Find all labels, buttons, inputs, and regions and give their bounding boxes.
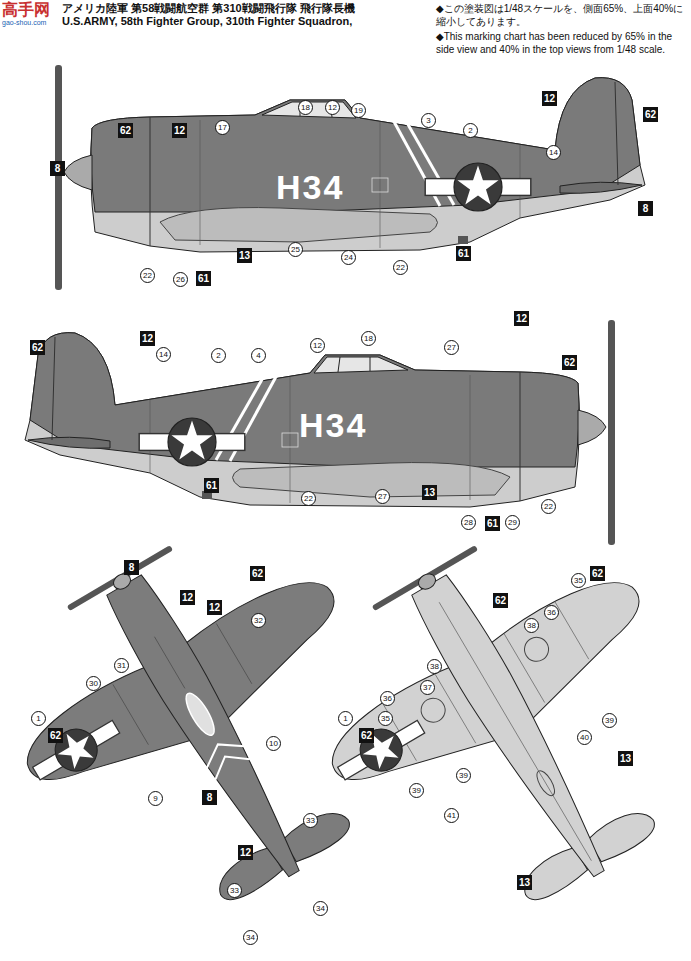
callout-number-boxed: 61 [485, 516, 500, 531]
callout-number: 18 [361, 331, 376, 346]
callout-number: 39 [409, 783, 424, 798]
callout-number: 37 [420, 680, 435, 695]
callout-number: 29 [505, 515, 520, 530]
callout-number-boxed: 13 [237, 248, 252, 263]
callout-number-boxed: 12 [207, 600, 222, 615]
callout-number: 39 [602, 713, 617, 728]
chart-title: アメリカ陸軍 第58戦闘航空群 第310戦闘飛行隊 飛行隊長機 [62, 1, 355, 16]
callout-number: 22 [301, 491, 316, 506]
callout-number: 24 [341, 250, 356, 265]
callout-number-boxed: 62 [250, 566, 265, 581]
callout-number-boxed: 12 [180, 590, 195, 605]
callout-number: 2 [211, 348, 226, 363]
callout-number: 36 [544, 605, 559, 620]
callout-number: 9 [148, 791, 163, 806]
callout-number: 18 [298, 100, 313, 115]
callout-number-boxed: 13 [422, 485, 437, 500]
callout-number: 40 [577, 730, 592, 745]
callout-number-boxed: 12 [140, 331, 155, 346]
callout-number-boxed: 8 [638, 201, 653, 216]
callout-number: 33 [303, 813, 318, 828]
callout-number-boxed: 62 [493, 593, 508, 608]
callout-number-boxed: 62 [30, 340, 45, 355]
code-letters: H34 [299, 408, 367, 442]
callout-number-boxed: 62 [48, 728, 63, 743]
code-letters: H34 [276, 170, 344, 204]
callout-number-boxed: 13 [618, 751, 633, 766]
callout-number: 38 [524, 618, 539, 633]
callout-number: 22 [140, 268, 155, 283]
callout-number: 27 [444, 340, 459, 355]
callout-number: 22 [541, 499, 556, 514]
callout-number-boxed: 12 [514, 311, 529, 326]
callout-number: 32 [251, 613, 266, 628]
scale-note: ◆この塗装図は1/48スケールを、側面65%、上面40%に縮小してあります。 [436, 2, 688, 28]
callout-number-boxed: 62 [118, 123, 133, 138]
callout-number: 36 [380, 691, 395, 706]
callout-number: 28 [461, 515, 476, 530]
callout-number: 10 [266, 736, 281, 751]
callout-number: 41 [444, 808, 459, 823]
callout-number: 1 [31, 711, 46, 726]
callout-number-boxed: 61 [204, 478, 219, 493]
callout-number-boxed: 61 [196, 271, 211, 286]
callout-number-boxed: 61 [456, 246, 471, 261]
callout-number: 39 [456, 768, 471, 783]
scale-note: ◆This marking chart has been reduced by … [436, 30, 688, 56]
callout-number: 12 [325, 100, 340, 115]
callout-number: 38 [427, 659, 442, 674]
callout-number: 34 [243, 930, 258, 945]
callout-number-boxed: 62 [643, 107, 658, 122]
callout-number-boxed: 8 [50, 161, 65, 176]
callout-number: 27 [375, 489, 390, 504]
callout-number: 35 [378, 711, 393, 726]
callout-number: 30 [86, 676, 101, 691]
watermark: 高手网 [2, 0, 50, 21]
callout-number: 35 [571, 573, 586, 588]
callout-number: 17 [215, 120, 230, 135]
callout-number-boxed: 13 [517, 875, 532, 890]
watermark-url: gao-shou.com [2, 19, 46, 26]
callout-number: 22 [393, 260, 408, 275]
callout-number-boxed: 62 [359, 728, 374, 743]
callout-number: 2 [463, 123, 478, 138]
callout-number-boxed: 12 [238, 845, 253, 860]
callout-number-boxed: 12 [542, 91, 557, 106]
callout-number: 19 [351, 103, 366, 118]
subtitle: U.S.ARMY, 58th Fighter Group, 310th Figh… [62, 15, 352, 27]
callout-number: 34 [313, 901, 328, 916]
callout-number: 1 [338, 711, 353, 726]
callout-number: 31 [114, 658, 129, 673]
callout-number-boxed: 12 [172, 123, 187, 138]
callout-number: 3 [421, 113, 436, 128]
callout-number: 26 [173, 272, 188, 287]
callout-number: 14 [156, 347, 171, 362]
callout-number: 12 [310, 338, 325, 353]
callout-number-boxed: 62 [590, 566, 605, 581]
callout-number: 4 [251, 348, 266, 363]
callout-number: 14 [546, 145, 561, 160]
callout-number-boxed: 8 [202, 790, 217, 805]
callout-number-boxed: 62 [562, 355, 577, 370]
callout-number: 25 [288, 242, 303, 257]
callout-number: 33 [227, 883, 242, 898]
callout-number-boxed: 8 [124, 560, 139, 575]
